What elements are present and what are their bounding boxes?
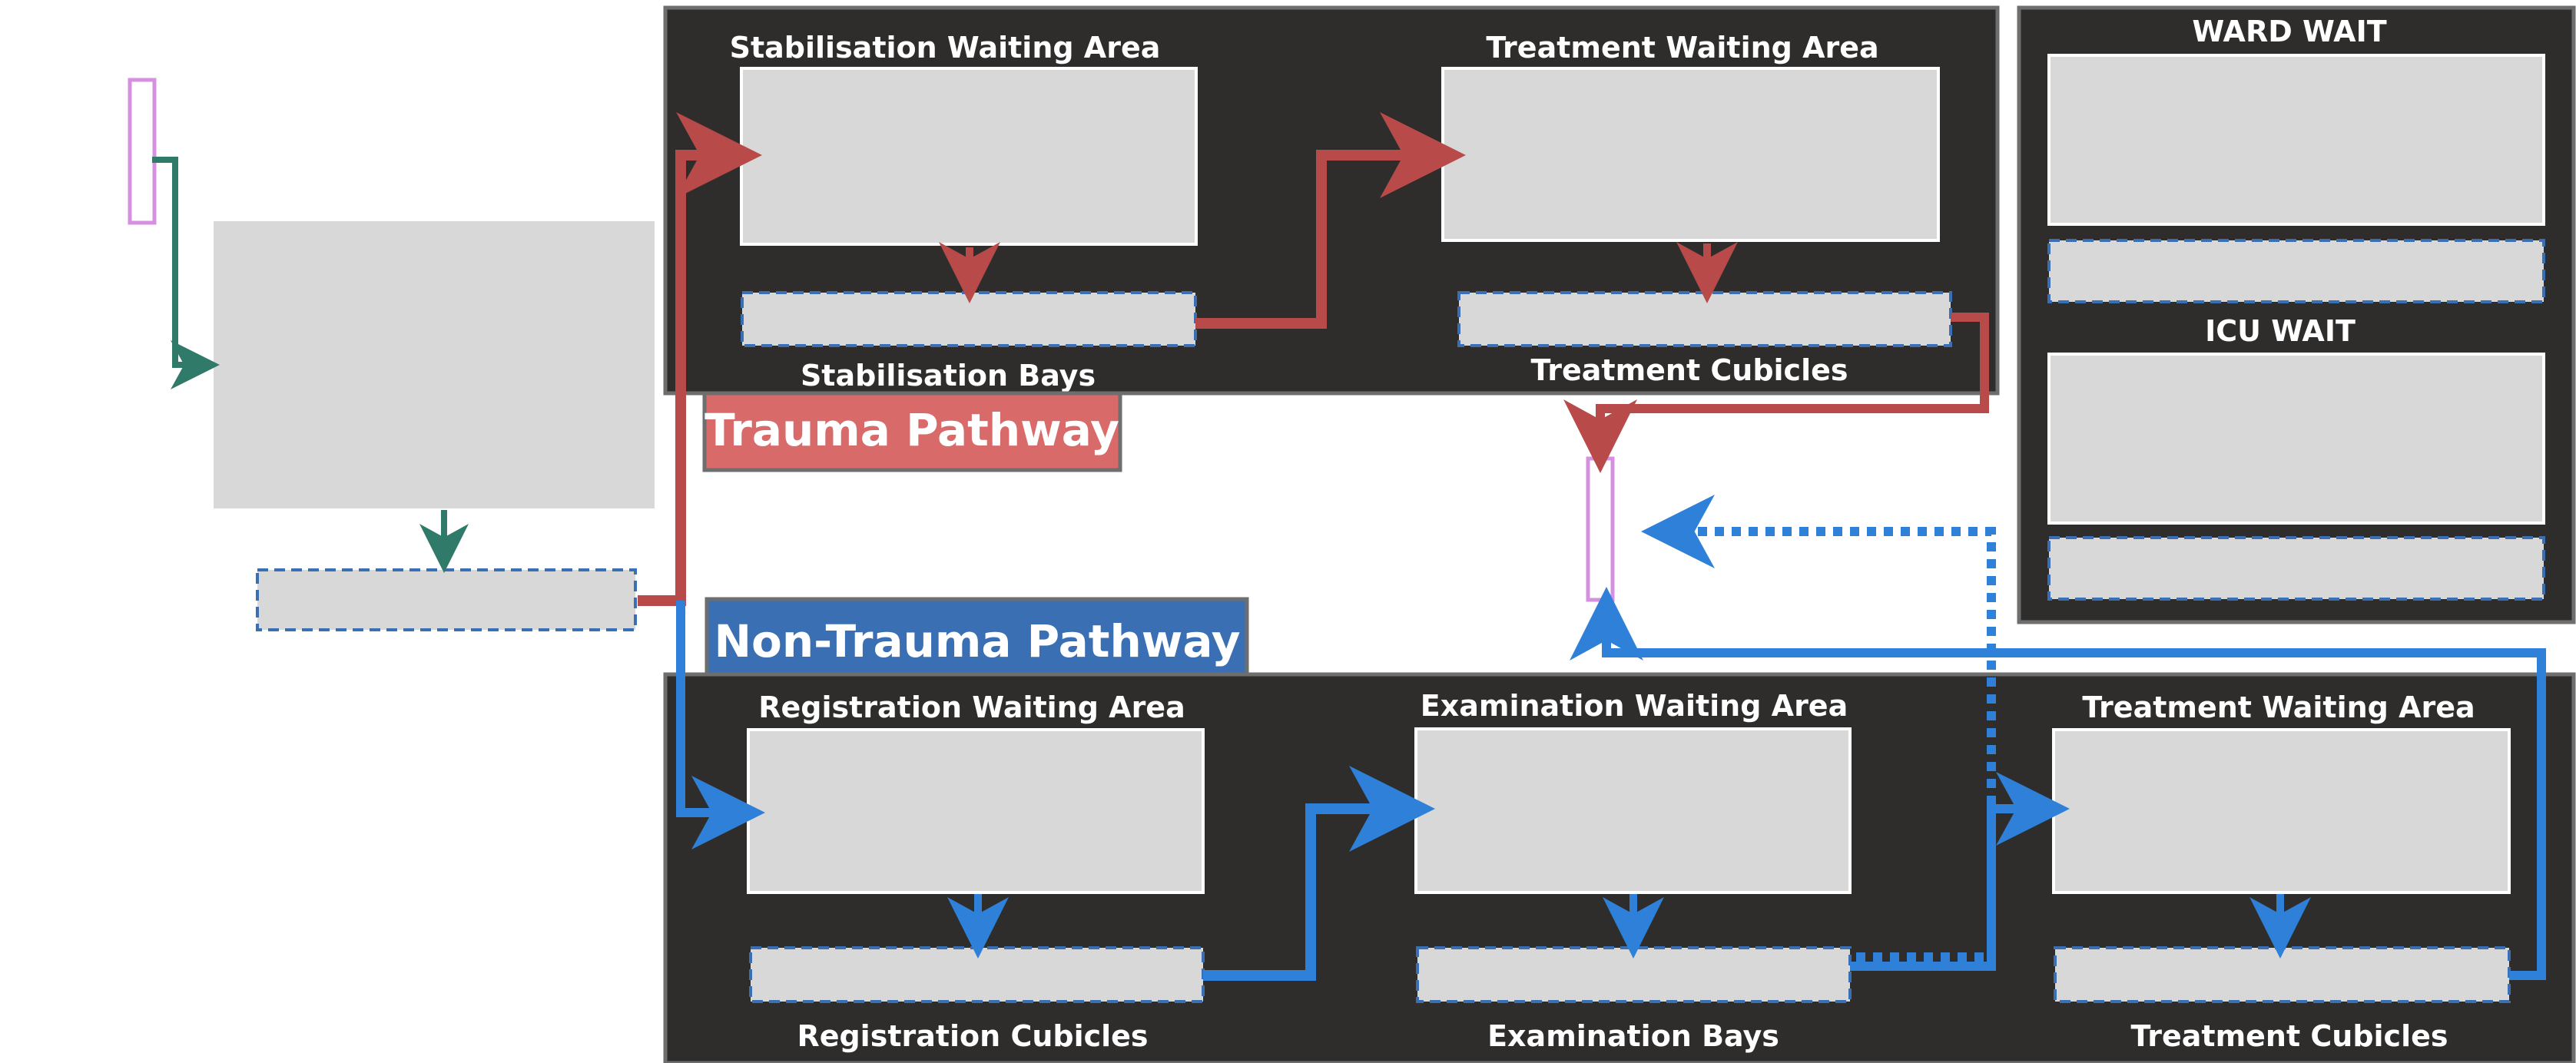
registration-cubicles [749, 946, 1205, 1003]
non-trauma-treatment-waiting-area [2052, 728, 2511, 894]
registration-cubicles-label: Registration Cubicles [797, 1019, 1148, 1053]
registration-to-examination-arrow [1203, 766, 1435, 981]
non-trauma-treatment-cubicles-label: Treatment Cubicles [2131, 1019, 2448, 1053]
ward-waiting-area [2047, 54, 2545, 226]
examination-bays-label: Examination Bays [1487, 1019, 1779, 1053]
triage-cubicles [256, 568, 637, 631]
arrival-arrow [152, 157, 220, 389]
arrival-marker [128, 78, 157, 225]
icu-beds [2047, 536, 2545, 601]
stabilisation-waiting-area-label: Stabilisation Waiting Area [730, 31, 1161, 65]
trauma-exit-arrow [1563, 313, 1989, 473]
trauma-treatment-waiting-area [1441, 67, 1940, 242]
registration-waiting-area [747, 728, 1205, 894]
non-trauma-treatment-waiting-area-label: Treatment Waiting Area [2082, 690, 2475, 724]
trauma-treatment-cubicles [1457, 291, 1952, 347]
registration-waiting-area-label: Registration Waiting Area [758, 690, 1185, 724]
examination-discharge-dotted-arrow [1641, 495, 1996, 962]
non-trauma-exit-arrow [1570, 587, 2546, 980]
stabilisation-bays [741, 291, 1197, 347]
ward-wait-label: WARD WAIT [2192, 15, 2386, 48]
non-trauma-pathway-title: Non-Trauma Pathway [714, 615, 1240, 667]
trauma-pathway-badge [702, 391, 1122, 472]
trauma-treatment-cubicles-label: Treatment Cubicles [1531, 353, 1848, 387]
trauma-entry-arrow [638, 112, 762, 606]
stabilisation-bays-label: Stabilisation Bays [801, 359, 1096, 392]
non-trauma-entry-arrow [676, 601, 765, 849]
icu-wait-label: ICU WAIT [2205, 314, 2356, 348]
non-trauma-treatment-cubicles [2054, 946, 2511, 1003]
stabilisation-waiting-area [740, 67, 1198, 246]
non-trauma-pathway-badge [705, 597, 1249, 677]
trauma-treatment-waiting-area-label: Treatment Waiting Area [1486, 31, 1878, 65]
examination-waiting-area-label: Examination Waiting Area [1421, 689, 1848, 723]
examination-waiting-area [1414, 727, 1852, 894]
icu-waiting-area [2047, 353, 2545, 525]
trauma-pathway-title: Trauma Pathway [705, 404, 1119, 456]
examination-bays [1416, 946, 1852, 1003]
stabilisation-to-treatment-arrow [1195, 112, 1466, 329]
ward-beds [2047, 239, 2545, 303]
triage-waiting-area [214, 221, 655, 508]
exit-marker [1586, 456, 1615, 602]
